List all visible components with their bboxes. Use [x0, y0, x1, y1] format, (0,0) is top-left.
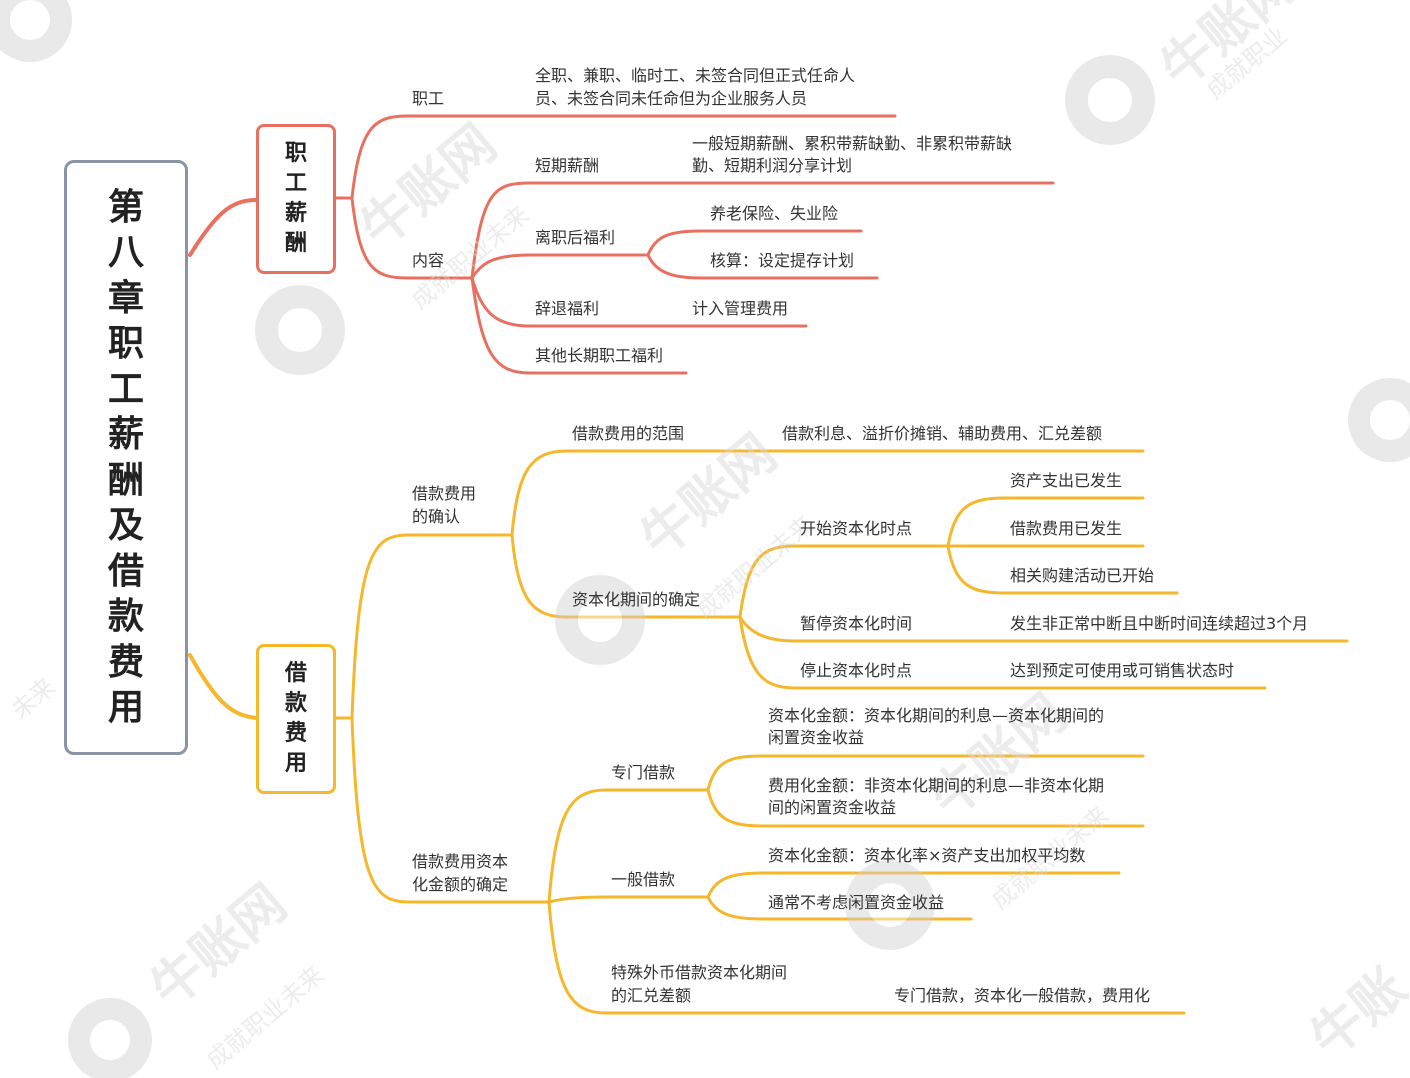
- node-recognition-line1[interactable]: 借款费用: [412, 484, 477, 503]
- node-amount-line2[interactable]: 化金额的确定: [412, 875, 509, 894]
- node-start-condition-3: 相关购建活动已开始: [1010, 566, 1155, 585]
- node-amount-line1[interactable]: 借款费用资本: [412, 852, 509, 871]
- node-start-condition-2: 借款费用已发生: [1010, 519, 1123, 538]
- branch-title: 借款费用: [284, 661, 307, 776]
- node-general-item2: 通常不考虑闲置资金收益: [768, 893, 945, 912]
- node-start-condition-1: 资产支出已发生: [1010, 471, 1123, 490]
- root-topic[interactable]: 第八章职工薪酬及借款费用: [64, 160, 188, 755]
- node-fx-line2[interactable]: 的汇兑差额: [611, 986, 692, 1005]
- node-stop[interactable]: 停止资本化时点: [800, 661, 913, 680]
- node-special-capitalized-line2: 闲置资金收益: [768, 728, 865, 747]
- node-special-expensed-line2: 间的闲置资金收益: [768, 798, 897, 817]
- node-short-term-detail-line2: 勤、短期利润分享计划: [692, 156, 853, 175]
- node-post-employment[interactable]: 离职后福利: [535, 228, 616, 247]
- branch-title: 职工薪酬: [284, 141, 307, 256]
- node-stop-detail: 达到预定可使用或可销售状态时: [1010, 661, 1235, 680]
- node-staff-detail-line1: 全职、兼职、临时工、未签合同但正式任命人: [535, 66, 856, 85]
- node-suspend[interactable]: 暂停资本化时间: [800, 614, 913, 633]
- node-short-term[interactable]: 短期薪酬: [535, 156, 600, 175]
- node-scope-detail: 借款利息、溢折价摊销、辅助费用、汇兑差额: [782, 424, 1103, 443]
- node-special-expensed-line1: 费用化金额：非资本化期间的利息—非资本化期: [768, 776, 1105, 795]
- node-other-long-term[interactable]: 其他长期职工福利: [535, 346, 664, 365]
- node-general-item1: 资本化金额：资本化率×资产支出加权平均数: [768, 846, 1086, 865]
- node-recognition-line2[interactable]: 的确认: [412, 507, 461, 526]
- branch-borrowing-costs[interactable]: 借款费用: [256, 644, 336, 794]
- node-period[interactable]: 资本化期间的确定: [572, 590, 701, 609]
- node-termination-detail: 计入管理费用: [692, 299, 789, 318]
- node-post-employment-item1: 养老保险、失业险: [710, 204, 839, 223]
- node-post-employment-item2: 核算：设定提存计划: [710, 251, 855, 270]
- node-start[interactable]: 开始资本化时点: [800, 519, 913, 538]
- node-staff-detail-line2: 员、未签合同未任命但为企业服务人员: [535, 89, 808, 108]
- node-content[interactable]: 内容: [412, 251, 445, 270]
- node-suspend-detail: 发生非正常中断且中断时间连续超过3个月: [1010, 614, 1309, 633]
- node-fx-line1[interactable]: 特殊外币借款资本化期间: [611, 963, 788, 982]
- node-scope[interactable]: 借款费用的范围: [572, 424, 685, 443]
- node-termination[interactable]: 辞退福利: [535, 299, 600, 318]
- branch-employee-compensation[interactable]: 职工薪酬: [256, 124, 336, 274]
- node-special-loan[interactable]: 专门借款: [611, 763, 676, 782]
- node-short-term-detail-line1: 一般短期薪酬、累积带薪缺勤、非累积带薪缺: [692, 134, 1013, 153]
- node-special-capitalized-line1: 资本化金额：资本化期间的利息—资本化期间的: [768, 706, 1105, 725]
- node-staff[interactable]: 职工: [412, 89, 445, 108]
- node-general-loan[interactable]: 一般借款: [611, 870, 676, 889]
- root-title: 第八章职工薪酬及借款费用: [107, 186, 144, 729]
- node-fx-detail: 专门借款，资本化一般借款，费用化: [894, 986, 1151, 1005]
